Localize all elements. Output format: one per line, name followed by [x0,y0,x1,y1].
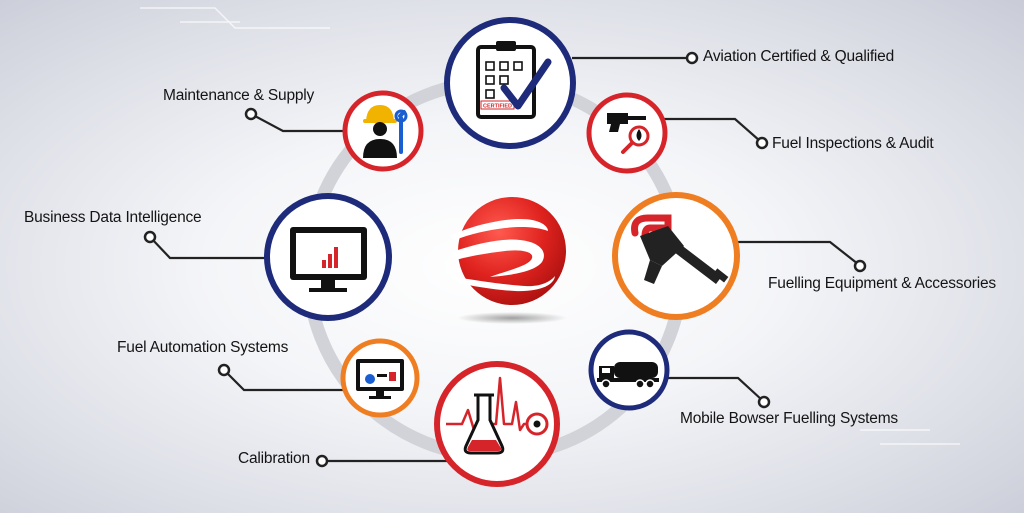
endpoint-bowser [757,395,771,409]
center-logo [450,197,567,324]
label-equipment: Fuelling Equipment & Accessories [768,275,996,292]
connector-bowser [668,376,763,401]
connector-automation [224,370,343,392]
node-inspections[interactable] [586,92,668,174]
clipboard-check-icon: CERTIFIED [476,41,552,119]
node-aviation[interactable]: CERTIFIED [444,17,576,149]
fuel-nozzle-icon [631,214,729,284]
connector-business [150,237,268,260]
node-maintenance[interactable] [342,90,424,172]
connector-endpoints [143,51,867,468]
endpoint-automation [217,363,231,377]
endpoint-aviation [685,51,699,65]
endpoint-business [143,230,157,244]
label-maintenance: Maintenance & Supply [163,87,315,104]
label-business: Business Data Intelligence [24,209,202,226]
node-bowser[interactable] [588,329,670,411]
connector-equipment [738,240,859,265]
label-calibration: Calibration [238,450,310,467]
node-equipment[interactable] [612,192,740,320]
node-business[interactable] [264,193,392,321]
tanker-truck-icon [597,362,659,389]
connector-maintenance [252,114,346,133]
endpoint-inspections [755,136,769,150]
fuel-nozzle-drop-icon [607,113,650,154]
certified-stamp-text: CERTIFIED [483,104,512,110]
background-lines [140,7,960,445]
logo-s [450,219,555,292]
worker-wrench-icon [363,105,408,158]
endpoint-maintenance [244,107,258,121]
endpoint-equipment [853,259,867,273]
monitor-fuel-icon [356,359,404,399]
node-automation[interactable] [340,338,420,418]
label-bowser: Mobile Bowser Fuelling Systems [680,410,898,427]
connector-lines [150,56,859,463]
connector-inspections [663,117,761,142]
label-aviation: Aviation Certified & Qualified [703,48,895,65]
monitor-bar-chart-icon [290,227,367,292]
node-calibration[interactable] [434,361,560,487]
label-inspections: Fuel Inspections & Audit [772,135,934,152]
label-automation: Fuel Automation Systems [117,339,289,356]
flask-graph-icon [446,376,549,455]
endpoint-calibration [315,454,329,468]
